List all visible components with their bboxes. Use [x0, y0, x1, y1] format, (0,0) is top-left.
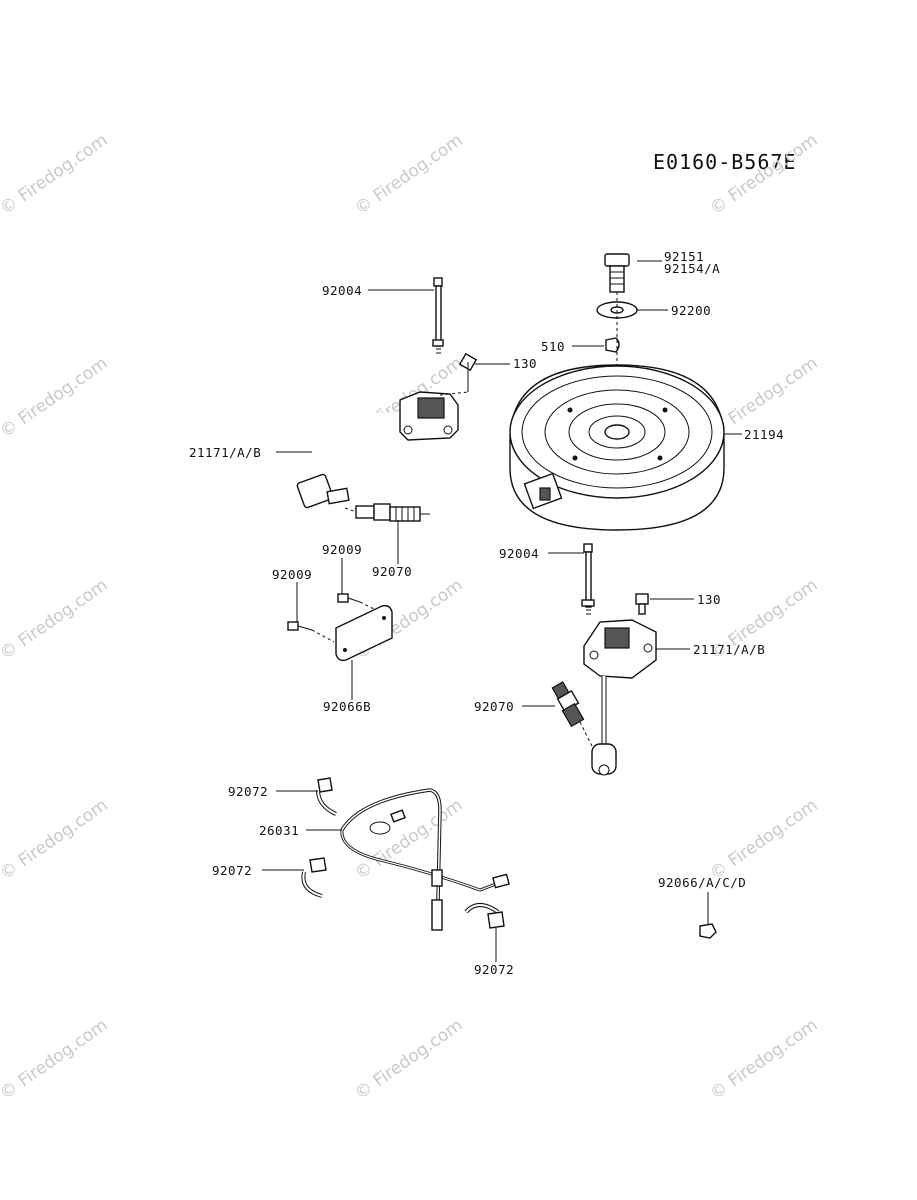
clamp-92072-b [301, 857, 327, 898]
label-92154A: 92154/A [664, 261, 720, 276]
watermarks: © Firedog.com © Firedog.com © Firedog.co… [0, 130, 821, 1104]
clamp-92072-c [464, 903, 505, 929]
label-510: 510 [541, 339, 565, 354]
label-92004-right: 92004 [499, 546, 539, 561]
label-92070-right: 92070 [474, 699, 514, 714]
key-510 [605, 337, 620, 353]
label-130-right: 130 [697, 592, 721, 607]
label-92200: 92200 [671, 303, 711, 318]
watermark: © Firedog.com [351, 1015, 466, 1104]
label-21171-left: 21171/A/B [189, 445, 261, 460]
part-labels: 92151 92154/A 92200 510 21194 92004 130 … [189, 249, 784, 977]
label-92072-a: 92072 [228, 784, 268, 799]
bolt-130-left [458, 352, 478, 392]
label-92009-a: 92009 [322, 542, 362, 557]
hv-lead-right [591, 676, 617, 776]
harness-26031 [340, 788, 510, 931]
label-92151: 92151 [664, 249, 704, 264]
bolt-130-right [635, 593, 649, 615]
leader-lines [262, 260, 742, 962]
watermark: © Firedog.com [0, 1015, 111, 1104]
spark-plug-92070-left [344, 503, 430, 522]
watermark: © Firedog.com [0, 130, 111, 219]
screw-92009-b [287, 621, 335, 643]
plate-92066B [335, 604, 393, 662]
label-92072-c: 92072 [474, 962, 514, 977]
label-21194: 21194 [744, 427, 784, 442]
flywheel-21194 [509, 364, 725, 531]
watermark: © Firedog.com [351, 130, 466, 219]
watermark: © Firedog.com [0, 353, 111, 442]
stud-92004-right [581, 543, 595, 615]
screw-92009-a [337, 593, 377, 611]
watermark: © Firedog.com [0, 795, 111, 884]
hv-lead-left [296, 410, 397, 509]
watermark: © Firedog.com [706, 795, 821, 884]
clamp-92072-a [316, 777, 337, 816]
label-92072-b: 92072 [212, 863, 252, 878]
watermark: © Firedog.com [706, 130, 821, 219]
bolt-92151 [604, 253, 630, 293]
watermark: © Firedog.com [706, 1015, 821, 1104]
spark-plug-92070-right [551, 681, 593, 747]
nut-92066ACD [699, 923, 717, 939]
diagram-code: E0160-B567E [653, 150, 797, 174]
ignition-coil-left [399, 391, 469, 441]
label-92070-left: 92070 [372, 564, 412, 579]
label-130-top: 130 [513, 356, 537, 371]
label-26031: 26031 [259, 823, 299, 838]
label-21171-right: 21171/A/B [693, 642, 765, 657]
label-92066ACD: 92066/A/C/D [658, 875, 746, 890]
label-92004-top: 92004 [322, 283, 362, 298]
stud-92004-left [432, 277, 444, 354]
label-92009-b: 92009 [272, 567, 312, 582]
label-92066B: 92066B [323, 699, 371, 714]
ignition-coil-right [583, 619, 657, 679]
watermark: © Firedog.com [0, 575, 111, 664]
